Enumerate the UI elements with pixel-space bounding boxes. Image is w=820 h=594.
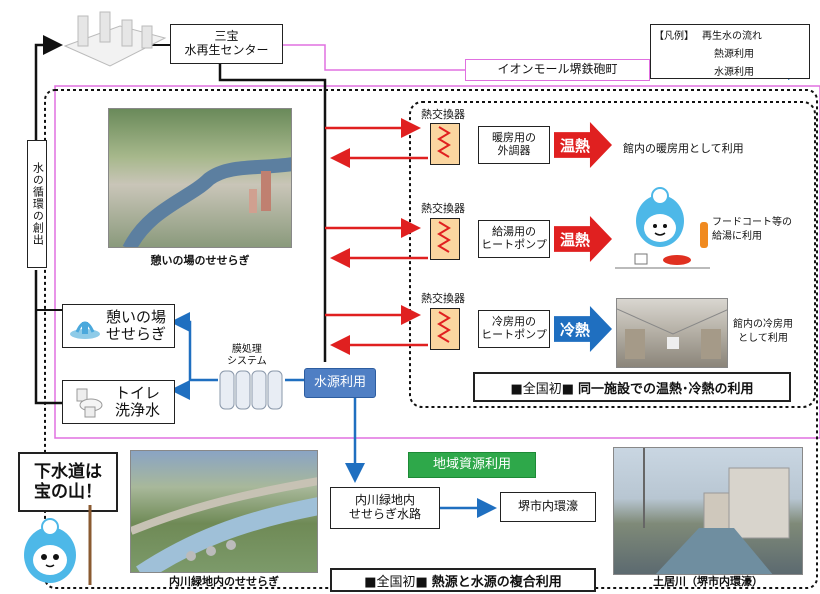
legend bbox=[650, 24, 810, 79]
uchikawa-stream-photo bbox=[130, 450, 318, 573]
heat-unit-3-exchanger: 熱交換器 bbox=[421, 292, 465, 305]
sakai-moat-box: 堺市内環濠 bbox=[500, 492, 596, 522]
doi-river-photo bbox=[613, 447, 803, 575]
uchikawa-waterway-box: 内川緑地内 せせらぎ水路 bbox=[330, 487, 440, 529]
doi-river-photo-caption: 土居川（堺市内環濠） bbox=[653, 575, 763, 588]
heating-air-handler-box: 暖房用の 外調器 bbox=[478, 126, 550, 164]
uchikawa-stream-photo-caption: 内川緑地内のせせらぎ bbox=[169, 575, 279, 588]
heat-exchanger-1-icon bbox=[430, 123, 460, 165]
membrane-system-label: 膜処理 システム bbox=[227, 344, 267, 367]
fountain-icon bbox=[68, 312, 102, 340]
cooling-heat-pump-box: 冷房用の ヒートポンプ bbox=[478, 310, 550, 348]
headline-heat-water: ■全国初■熱源と水源の複合利用 bbox=[330, 568, 596, 592]
hot-water-heat-pump-box: 給湯用の ヒートポンプ bbox=[478, 220, 550, 258]
heat-unit-1-exchanger: 熱交換器 bbox=[421, 108, 465, 121]
legend-item-water-source: 水源利用 bbox=[714, 67, 754, 78]
toilet-icon bbox=[74, 387, 104, 419]
hot-water-use-note: フードコート等の 給湯に利用 bbox=[712, 217, 792, 242]
water-source-use-box: 水源利用 bbox=[304, 368, 376, 398]
water-reclamation-center: 三宝 水再生センター bbox=[170, 24, 283, 64]
stream-photo-top bbox=[108, 108, 292, 248]
mall-interior-photo bbox=[616, 298, 728, 368]
bottle-icon bbox=[700, 222, 708, 248]
mascot-icon bbox=[10, 505, 100, 590]
legend-title: 【凡例】 bbox=[654, 31, 694, 42]
headline-heat-cold: ■全国初■同一施設での温熱･冷熱の利用 bbox=[473, 372, 791, 402]
regional-resource-badge: 地域資源利用 bbox=[408, 452, 536, 478]
cooling-use-note: 館内の冷房用 として利用 bbox=[733, 319, 793, 344]
legend-item-recycled-water: 再生水の流れ bbox=[702, 31, 762, 42]
mall-label-box: イオンモール堺鉄砲町 bbox=[465, 59, 650, 81]
mascot-foodcourt-illustration bbox=[615, 176, 710, 276]
center-label: 三宝 水再生センター bbox=[184, 29, 269, 57]
membrane-filter-illustration bbox=[218, 368, 286, 413]
mall-label: イオンモール堺鉄砲町 bbox=[497, 62, 618, 77]
legend-item-heat-source: 熱源利用 bbox=[714, 49, 754, 60]
treatment-plant-illustration bbox=[60, 6, 170, 76]
heat-exchanger-3-icon bbox=[430, 308, 460, 350]
water-cycle-label: 水の循環の創出 bbox=[27, 140, 47, 268]
heat-exchanger-2-icon bbox=[430, 218, 460, 260]
heat-unit-2-exchanger: 熱交換器 bbox=[421, 202, 465, 215]
heating-use-note: 館内の暖房用として利用 bbox=[623, 142, 744, 155]
mascot-speech-sign: 下水道は 宝の山！ bbox=[18, 452, 118, 512]
stream-photo-top-caption: 憩いの場のせせらぎ bbox=[150, 254, 250, 267]
